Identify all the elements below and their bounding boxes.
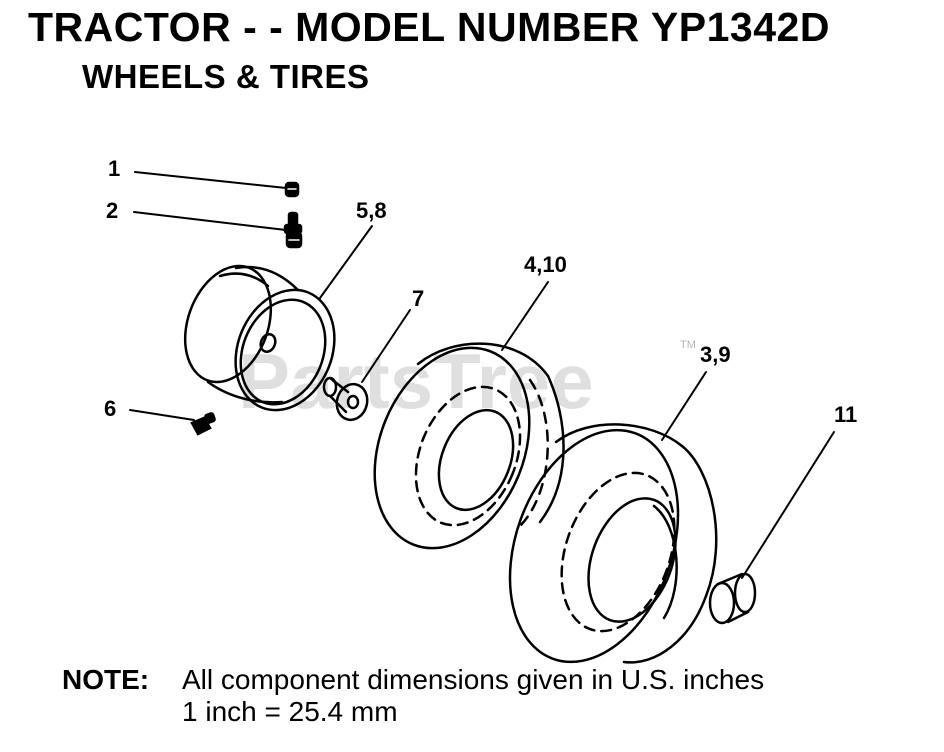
watermark-text: PartsTree	[238, 337, 594, 425]
part-3-9-rear-tire	[508, 423, 718, 664]
leader-7	[361, 309, 411, 383]
page-title: TRACTOR - - MODEL NUMBER YP1342D	[28, 4, 830, 50]
part-2-valve-stem	[283, 211, 303, 249]
part-6-grease-fitting	[190, 412, 216, 436]
note-text: All component dimensions given in U.S. i…	[182, 664, 765, 695]
leader-3-9	[661, 371, 707, 441]
part-1-nut	[284, 181, 300, 198]
note-line-1: NOTE: All component dimensions given in U…	[62, 664, 764, 696]
callout-6: 6	[104, 396, 116, 421]
leader-5-8	[319, 225, 373, 299]
watermark-tm: TM	[680, 339, 696, 351]
leader-6	[129, 409, 195, 421]
callout-1: 1	[108, 156, 120, 181]
callout-3-9: 3,9	[700, 342, 731, 367]
part-5-8-wheel-rim	[183, 264, 336, 412]
leader-4-10	[501, 281, 549, 351]
note-label: NOTE:	[62, 664, 150, 695]
page-subtitle: WHEELS & TIRES	[82, 58, 370, 95]
callout-4-10: 4,10	[524, 252, 567, 277]
leader-1	[134, 171, 287, 189]
leader-11	[741, 431, 835, 579]
callout-11: 11	[834, 402, 857, 427]
callout-7: 7	[412, 286, 424, 311]
callout-5-8: 5,8	[356, 198, 387, 223]
part-7-bushing	[322, 376, 369, 422]
leader-2	[133, 211, 287, 231]
note-line-2: 1 inch = 25.4 mm	[182, 696, 398, 727]
part-4-10-front-tire	[373, 342, 565, 550]
part-11-sleeve	[708, 572, 757, 625]
callout-2: 2	[106, 198, 118, 223]
